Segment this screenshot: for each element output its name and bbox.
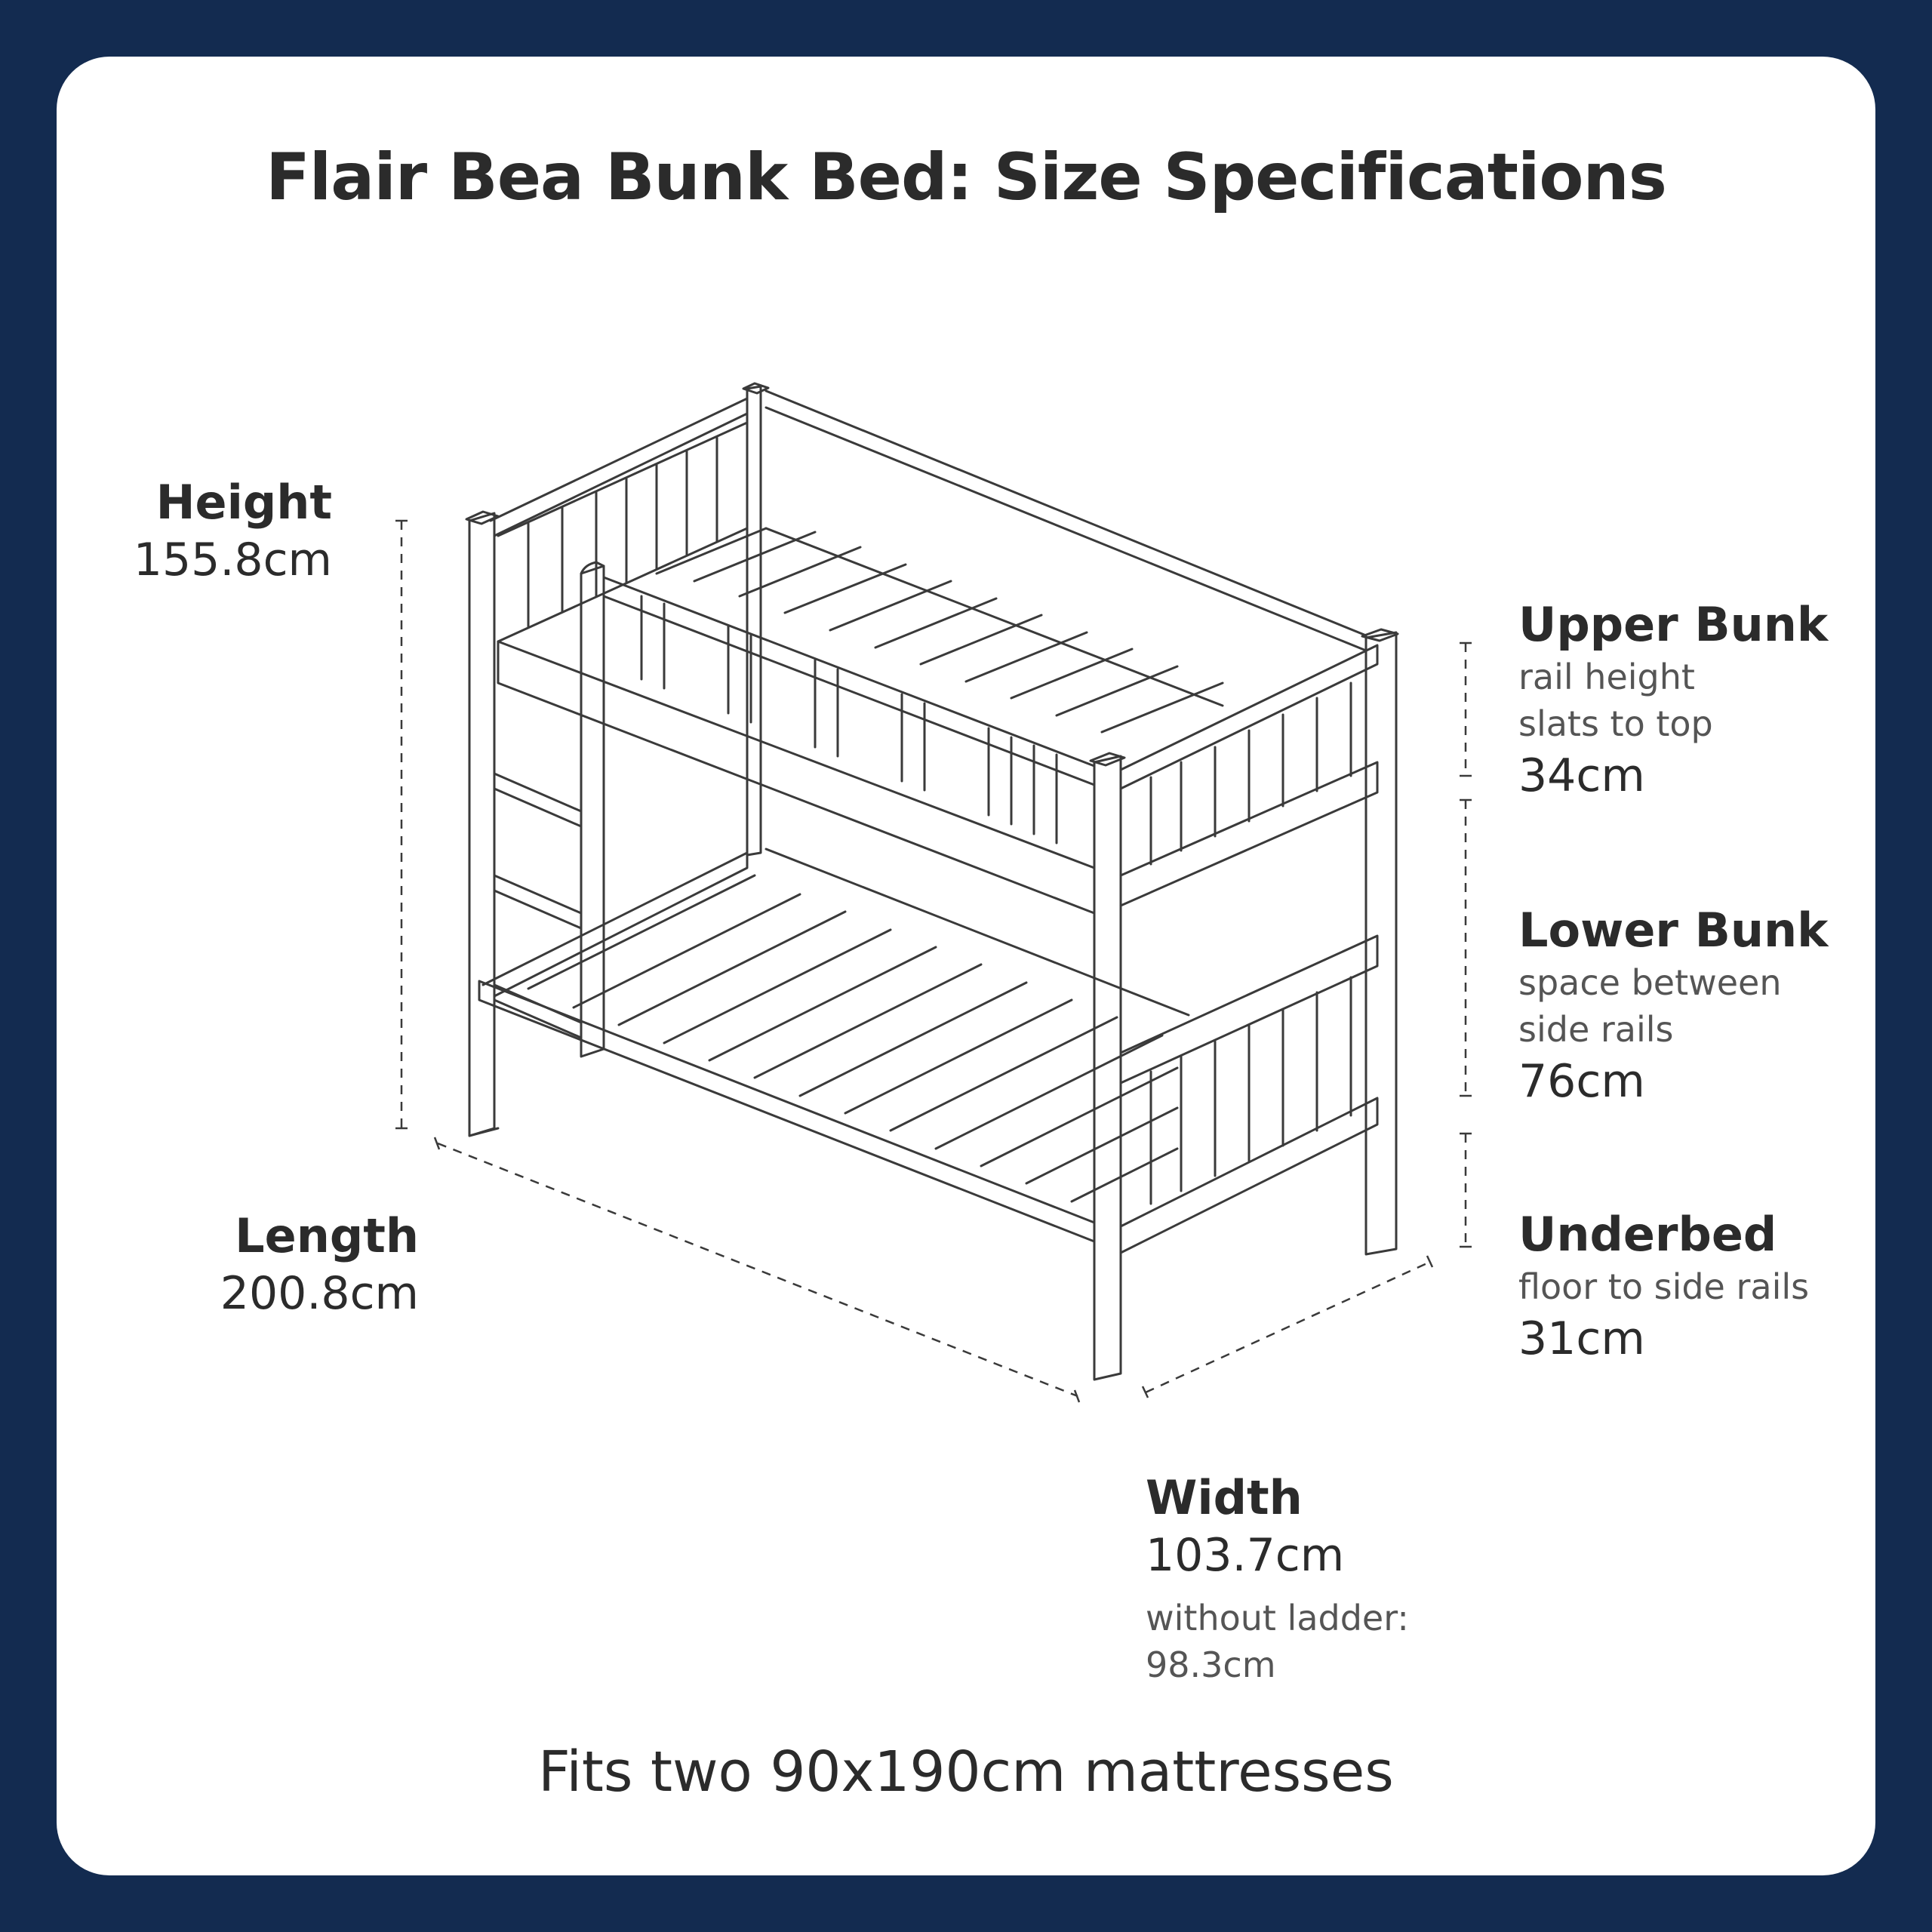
lower-bunk-label: Lower Bunk	[1518, 903, 1829, 958]
width-label: Width	[1146, 1470, 1303, 1525]
underbed-spec: Underbed floor to side rails 31cm	[1518, 1206, 1850, 1367]
underbed-value: 31cm	[1518, 1312, 1645, 1365]
lower-bunk-value: 76cm	[1518, 1055, 1645, 1108]
lower-footboard-slats	[1149, 976, 1352, 1205]
underbed-desc-1: floor to side rails	[1518, 1266, 1810, 1307]
upper-bunk-desc-1: rail height	[1518, 657, 1695, 697]
lower-slats	[527, 874, 1179, 1203]
spec-card	[57, 57, 1875, 1875]
width-spec: Width 103.7cm without ladder: 98.3cm	[1146, 1469, 1463, 1688]
height-label: Height	[155, 475, 332, 530]
guard-balusters	[640, 595, 1058, 844]
underbed-label: Underbed	[1518, 1207, 1777, 1262]
lower-bunk-desc-2: side rails	[1518, 1009, 1674, 1050]
length-dimension-line	[437, 1142, 1078, 1398]
headboard-slats	[527, 436, 718, 628]
width-value: 103.7cm	[1146, 1529, 1345, 1582]
upper-bunk-spec: Upper Bunk rail height slats to top 34cm	[1518, 596, 1850, 804]
page-title: Flair Bea Bunk Bed: Size Specifications	[266, 140, 1667, 215]
width-note-line-1: without ladder:	[1146, 1598, 1409, 1638]
width-note-line-2: 98.3cm	[1146, 1644, 1276, 1685]
upper-bunk-value: 34cm	[1518, 749, 1645, 802]
upper-footboard-slats	[1149, 681, 1352, 866]
length-spec: Length 200.8cm	[151, 1208, 419, 1322]
length-label: Length	[235, 1208, 419, 1263]
upper-bunk-label: Upper Bunk	[1518, 597, 1829, 652]
length-value: 200.8cm	[220, 1267, 419, 1320]
lower-bunk-spec: Lower Bunk space between side rails 76cm	[1518, 902, 1850, 1110]
height-spec: Height 155.8cm	[91, 474, 332, 589]
height-value: 155.8cm	[133, 534, 332, 586]
width-dimension-line	[1145, 1260, 1431, 1394]
mattress-fit-note: Fits two 90x190cm mattresses	[538, 1740, 1394, 1804]
upper-bunk-desc-2: slats to top	[1518, 703, 1713, 744]
upper-slats	[655, 527, 1224, 734]
lower-bunk-desc-1: space between	[1518, 962, 1782, 1003]
